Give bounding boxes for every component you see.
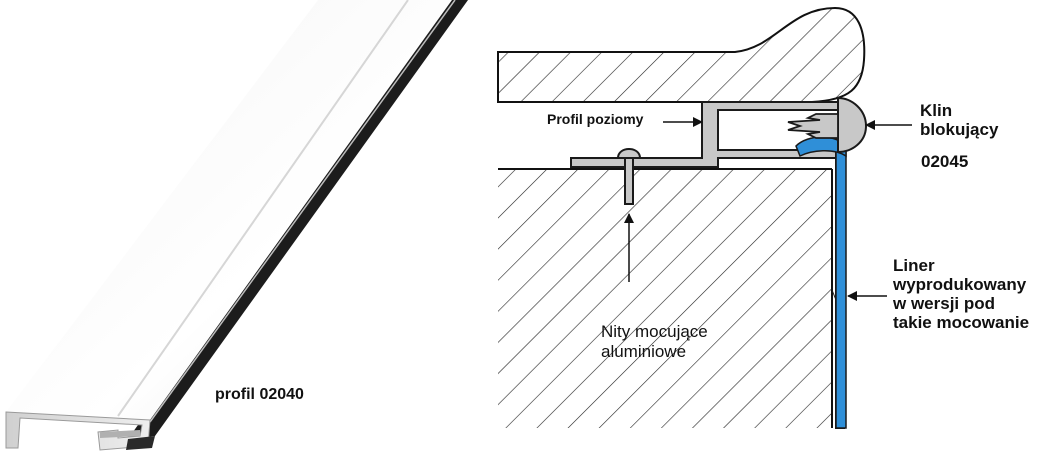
horizontal-profile (570, 101, 841, 168)
liner-label: Liner wyprodukowany w wersji pod takie m… (893, 256, 1029, 332)
rivets-label-line-2: aluminiowe (601, 342, 687, 362)
cross-section-diagram (497, 6, 912, 429)
liner-label-line-1: Liner (893, 256, 935, 275)
profile-end-section (5, 411, 155, 451)
aluminium-rivet (616, 148, 642, 205)
rivets-label: Nity mocujące aluminiowe (601, 322, 708, 363)
profile-top-face (6, 0, 452, 420)
horizontal-profile-label: Profil poziomy (547, 111, 644, 127)
profile-02040-photo (5, 0, 468, 451)
liner-label-line-2: wyprodukowany (893, 275, 1027, 295)
rivets-label-line-1: Nity mocujące (601, 322, 708, 341)
locking-wedge-label: Klin blokujący (920, 101, 998, 139)
liner-label-line-3: w wersji pod (893, 294, 996, 314)
locking-wedge-label-line-1: Klin (920, 101, 953, 120)
liner-label-line-4: takie mocowanie (893, 313, 1030, 333)
locking-wedge-code: 02045 (921, 152, 969, 171)
coping-stone (497, 6, 866, 103)
locking-wedge-label-line-2: blokujący (920, 120, 999, 140)
product-code-label: profil 02040 (215, 386, 304, 403)
pool-wall (498, 169, 832, 428)
